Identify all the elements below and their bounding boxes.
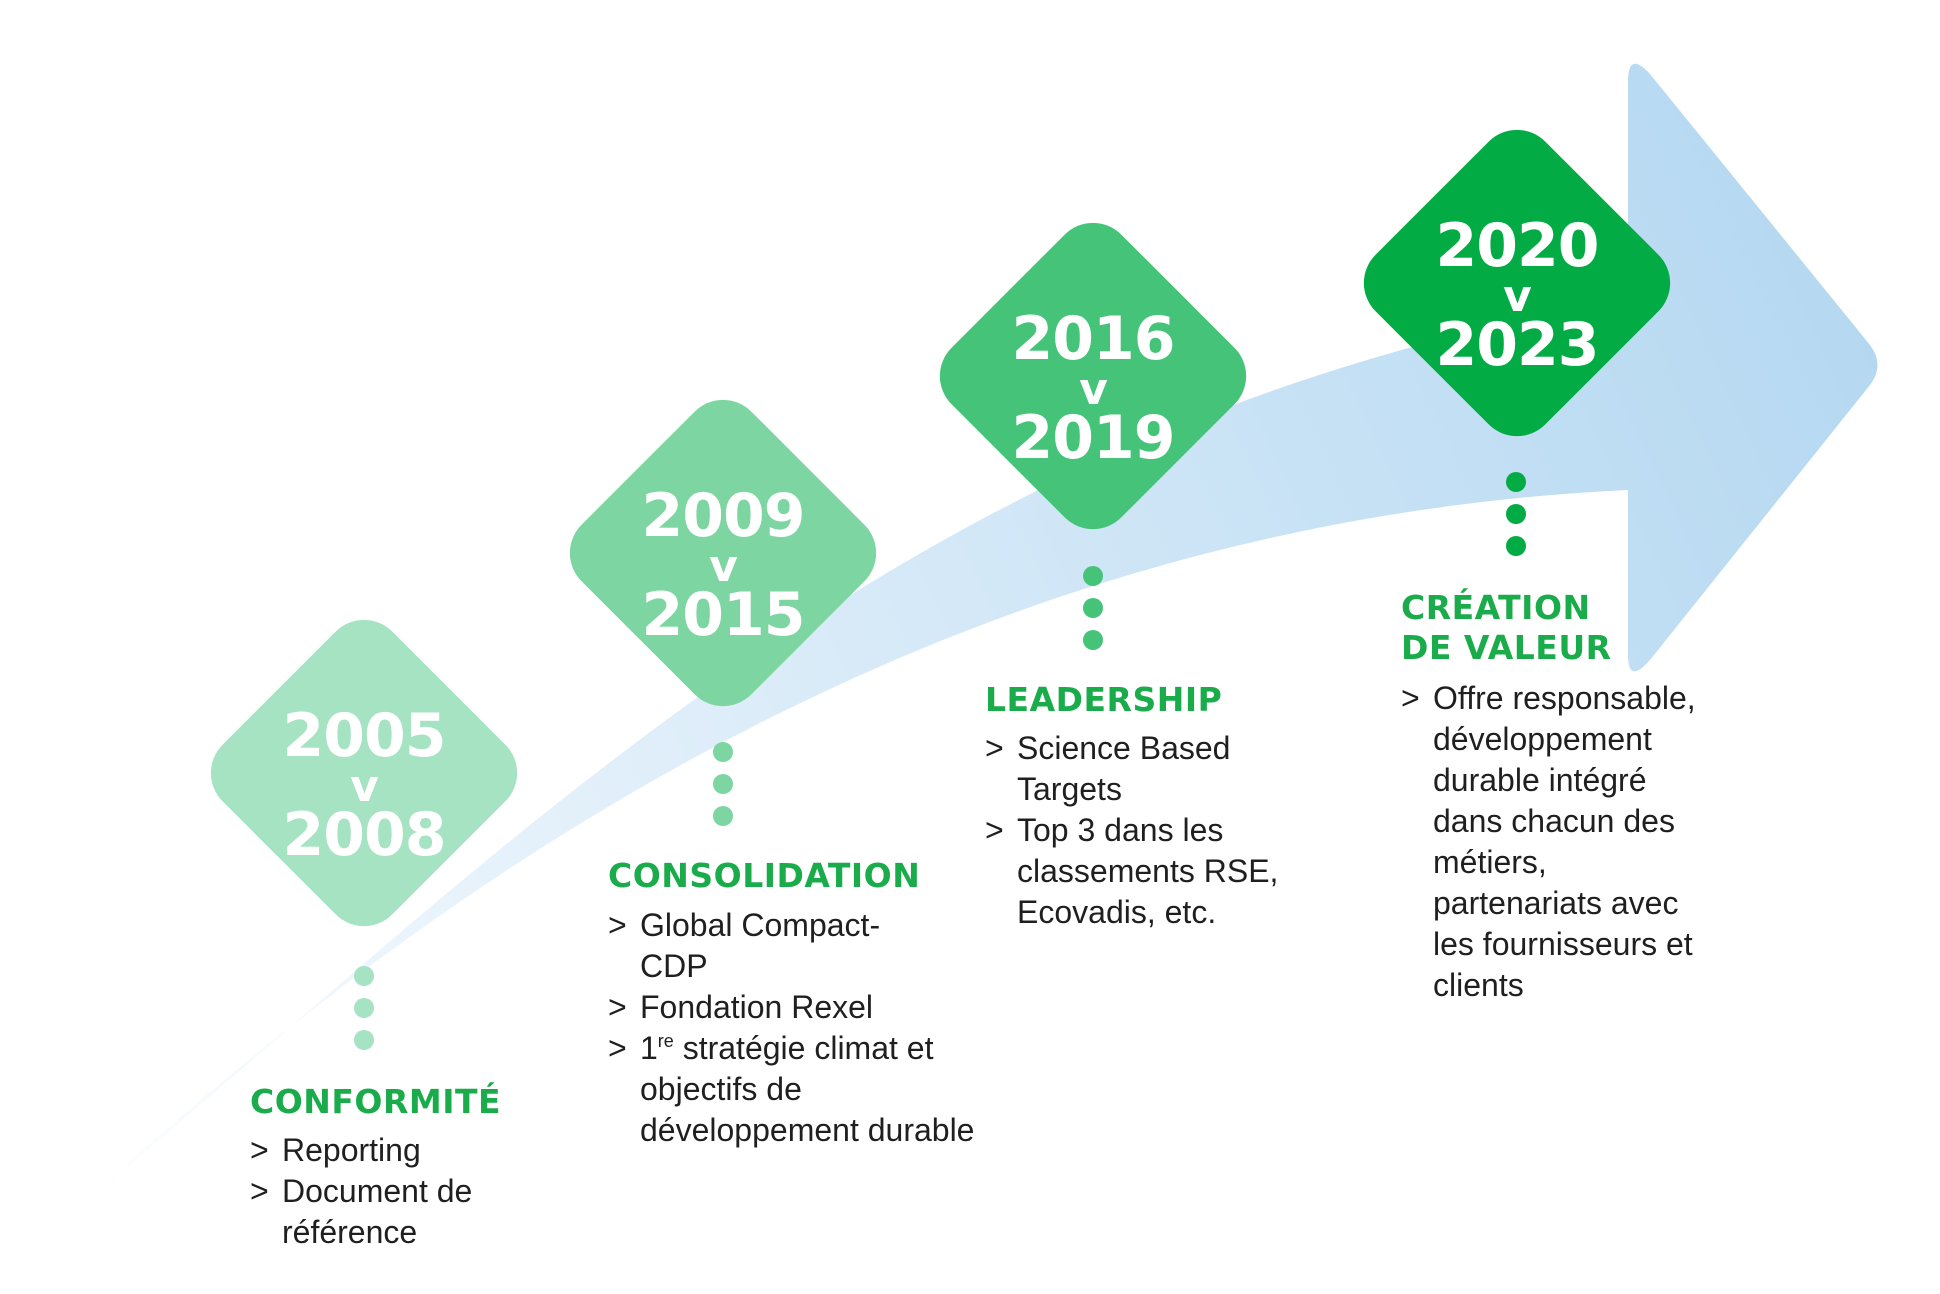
stage-items: Reporting Document de référence [250, 1130, 540, 1253]
connector-dot [1083, 598, 1103, 618]
list-item: Science Based Targets [985, 728, 1285, 810]
stage-title: CONFORMITÉ [250, 1082, 502, 1121]
connector-dot [354, 966, 374, 986]
stage-items: Global Compact-CDP Fondation Rexel 1re s… [608, 905, 980, 1151]
year-end: 2015 [641, 580, 806, 650]
year-separator: v [1503, 271, 1532, 322]
list-item: Top 3 dans les classements RSE, Ecovadis… [985, 810, 1287, 933]
stage-2005-2008-years: 2005 v 2008 [214, 706, 514, 865]
connector-dot [1506, 472, 1526, 492]
connector-dot [713, 742, 733, 762]
year-start: 2005 [282, 701, 447, 771]
connector-dot [354, 1030, 374, 1050]
item-text: stratégie climat et objectifs de dévelop… [640, 1030, 975, 1148]
year-end: 2019 [1011, 403, 1176, 473]
list-item: Fondation Rexel [608, 987, 980, 1028]
ordinal-suffix: re [657, 1031, 674, 1051]
stage-2020-2023-years: 2020 v 2023 [1367, 216, 1667, 375]
year-end: 2008 [282, 800, 447, 870]
stage-2009-2015-years: 2009 v 2015 [573, 486, 873, 645]
year-start: 2016 [1011, 304, 1176, 374]
year-end: 2023 [1435, 310, 1600, 380]
stage-items: Offre responsable, développement durable… [1401, 678, 1721, 1006]
year-start: 2020 [1435, 211, 1600, 281]
connector-dot [713, 774, 733, 794]
list-item: Reporting [250, 1130, 540, 1171]
year-separator: v [1079, 364, 1108, 415]
list-item: Offre responsable, développement durable… [1401, 678, 1713, 1006]
stage-2016-2019-years: 2016 v 2019 [943, 309, 1243, 468]
connector-dot [1506, 504, 1526, 524]
connector-dot [354, 998, 374, 1018]
year-separator: v [350, 761, 379, 812]
connector-dot [1083, 566, 1103, 586]
connector-dot [1083, 630, 1103, 650]
year-separator: v [709, 541, 738, 592]
connector-dot [1506, 536, 1526, 556]
year-start: 2009 [641, 481, 806, 551]
stage-title: CRÉATION DE VALEUR [1401, 588, 1612, 667]
stage-items: Science Based Targets Top 3 dans les cla… [985, 728, 1285, 933]
stage-title: CONSOLIDATION [608, 856, 921, 895]
list-item: Global Compact-CDP [608, 905, 900, 987]
list-item: 1re stratégie climat et objectifs de dév… [608, 1028, 980, 1151]
stage-title: LEADERSHIP [985, 680, 1223, 719]
connector-dot [713, 806, 733, 826]
ordinal-number: 1 [640, 1030, 658, 1066]
list-item: Document de référence [250, 1171, 482, 1253]
